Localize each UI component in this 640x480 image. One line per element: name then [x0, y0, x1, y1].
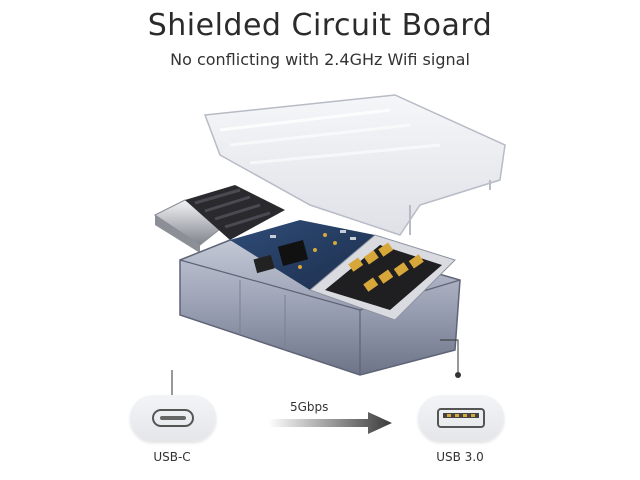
- page-subtitle: No conflicting with 2.4GHz Wifi signal: [170, 50, 470, 69]
- circuit-board: [230, 220, 375, 290]
- arrow-right-icon: [268, 412, 392, 434]
- transfer-speed-label: 5Gbps: [290, 400, 329, 414]
- usb-a-label: USB 3.0: [436, 450, 484, 464]
- transparent-cover: [203, 94, 506, 236]
- grip-block: [185, 185, 285, 240]
- page-title: Shielded Circuit Board: [147, 8, 493, 43]
- usb-a-port-icon: [418, 395, 504, 441]
- usb-c-label: USB-C: [153, 450, 191, 464]
- adapter-illustration: [154, 94, 506, 376]
- usb-c-port-icon: [130, 395, 216, 441]
- usb-a-port: [309, 234, 456, 321]
- usb-a-leader-line: [440, 339, 461, 378]
